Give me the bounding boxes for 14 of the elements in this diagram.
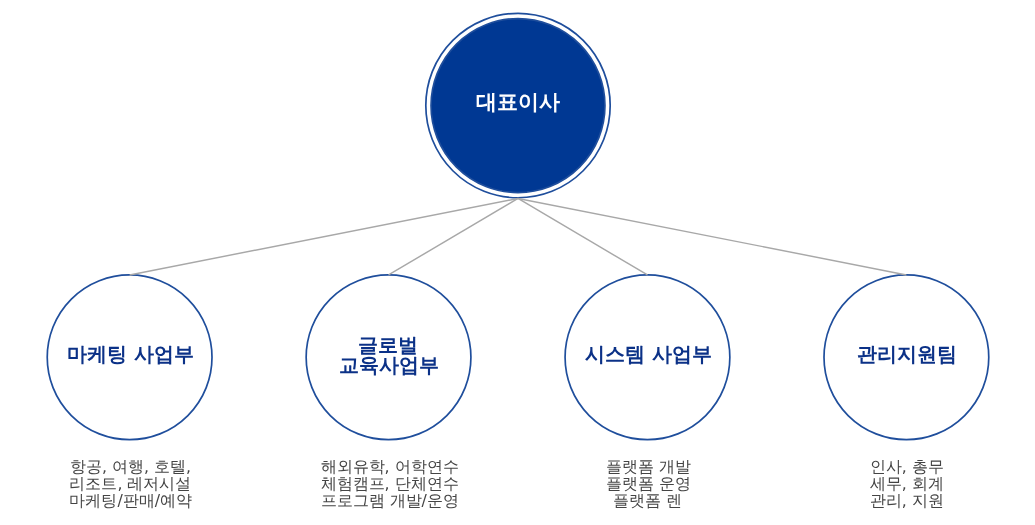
node-circle: 마케팅 사업부: [45, 274, 213, 441]
node-circle: 관리지원팀: [822, 274, 990, 441]
node-circle: 글로벌 교육사업부: [304, 274, 472, 441]
connector: [128, 197, 519, 276]
connector: [387, 197, 519, 276]
connector: [516, 197, 648, 276]
node-label: 항공, 여행, 호텔, 리조트, 레저시설 마케팅/판매/예약: [68, 456, 192, 510]
node-circle: 대표이사: [424, 12, 611, 199]
node-label: 관리, 지원: [869, 490, 944, 510]
node-label: 플랫폼 개발: [605, 456, 691, 476]
node-label: 인사, 총무: [869, 456, 944, 476]
node-label: 해외유학, 어학연수: [320, 456, 459, 476]
connector: [516, 197, 907, 276]
node-circle: 시스템 사업부: [563, 274, 731, 441]
